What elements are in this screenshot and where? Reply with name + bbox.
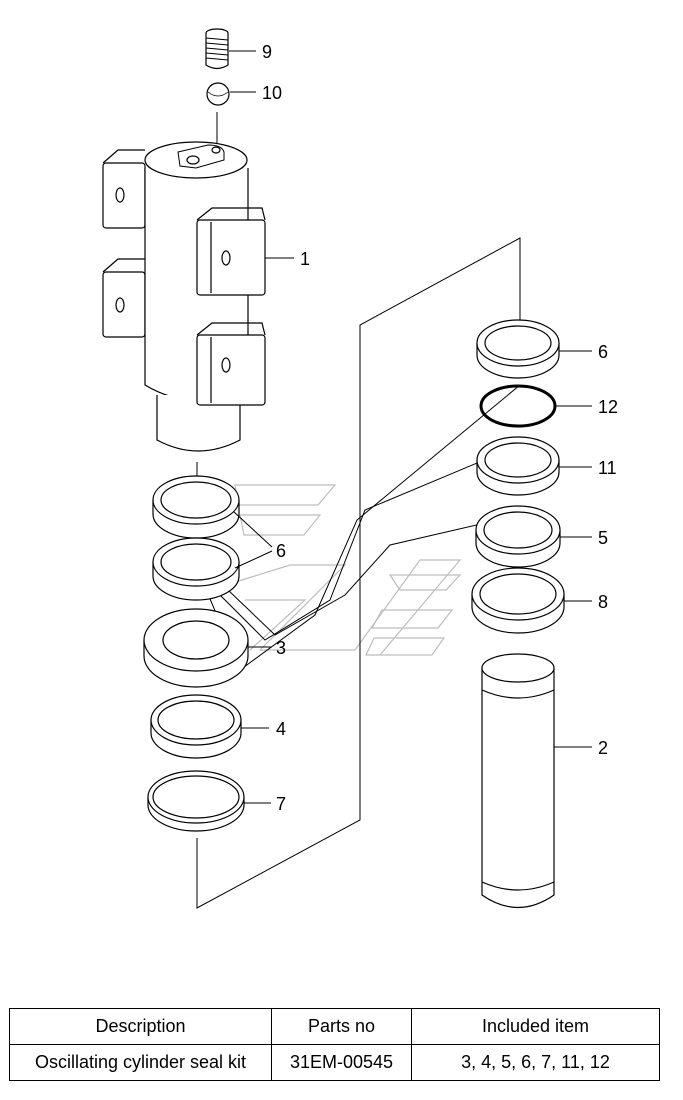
callout-12: 12	[598, 397, 618, 417]
callout-6-right: 6	[598, 342, 608, 362]
table-header-row: Description Parts no Included item	[9, 1008, 660, 1045]
ball-part-10	[206, 82, 230, 106]
ring-part-7	[147, 770, 245, 832]
callout-6-left: 6	[276, 541, 286, 561]
callout-7: 7	[276, 794, 286, 814]
pin-part-2	[481, 653, 555, 909]
cylinder-body-part-1	[102, 141, 266, 452]
callout-2: 2	[598, 738, 608, 758]
leader-lines	[229, 50, 592, 804]
ring-part-4	[150, 694, 242, 759]
header-included-item: Included item	[411, 1008, 660, 1045]
header-description: Description	[9, 1008, 272, 1045]
o-ring-part-12	[479, 384, 557, 428]
set-screw-part-9	[205, 28, 229, 70]
ring-part-6-upper	[152, 475, 240, 539]
callout-9: 9	[262, 42, 272, 62]
ring-part-6-lower	[152, 537, 240, 601]
ring-part-6-right	[476, 319, 560, 379]
ring-part-11	[476, 436, 560, 496]
callout-4: 4	[276, 719, 286, 739]
callout-3: 3	[276, 638, 286, 658]
callout-5: 5	[598, 528, 608, 548]
cell-included-item: 3, 4, 5, 6, 7, 11, 12	[411, 1044, 660, 1081]
callout-11: 11	[598, 458, 617, 478]
callout-10: 10	[262, 83, 282, 103]
cell-parts-no: 31EM-00545	[271, 1044, 412, 1081]
ring-part-8	[471, 567, 565, 634]
parts-table: Description Parts no Included item Oscil…	[9, 1008, 660, 1081]
callout-8: 8	[598, 592, 608, 612]
callout-1: 1	[300, 249, 310, 269]
ring-part-5	[475, 505, 561, 568]
ring-part-3	[143, 608, 249, 688]
header-parts-no: Parts no	[271, 1008, 412, 1045]
table-row: Oscillating cylinder seal kit 31EM-00545…	[9, 1044, 660, 1081]
cell-description: Oscillating cylinder seal kit	[9, 1044, 272, 1081]
callout-labels: 9 10 1 6 12 11 5 8 6 3 4 7 2	[262, 42, 618, 814]
